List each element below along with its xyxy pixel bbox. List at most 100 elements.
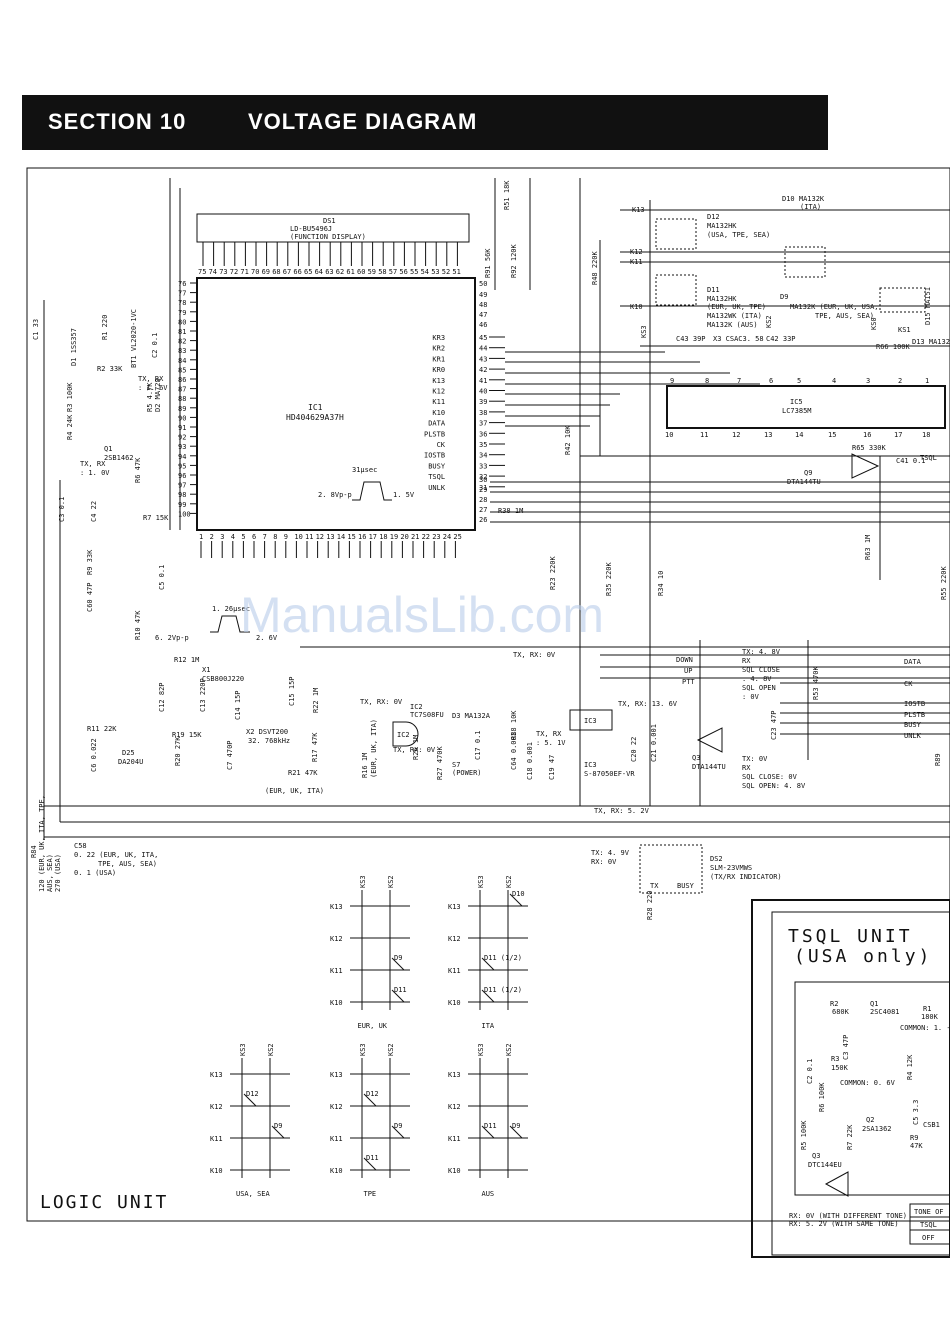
sig-txrx52: TX, RX: 5. 2V [594,807,650,815]
s7-power: (POWER) [452,769,482,777]
ic1-bottom-pin-1: 1 [199,533,203,541]
r84-v2: AUS, SEA) [46,854,54,892]
ic1-left-pin-97: 97 [178,482,186,490]
tsql-rx52: RX: 5. 2V (WITH SAME TONE) [789,1220,899,1228]
r91-label: R91 56K [484,248,492,278]
r5-label: R5 4.7K [146,382,154,412]
sig-q9-2: RX [742,657,751,665]
ic1-left-pin-98: 98 [178,491,186,499]
ic1-left-pin-96: 96 [178,472,186,480]
watermark: ManualsLib.com [240,587,604,643]
ic1-top-pin-75: 75 [198,268,206,276]
r84-v3: 270 (USA) [54,854,62,892]
r35-label: R35 220K [605,561,613,596]
ic1-top-pin-66: 66 [293,268,301,276]
sig-q9-6: : 0V [742,693,760,701]
ic1-left-pin-79: 79 [178,309,186,317]
r6-label: R6 47K [134,457,142,483]
matrix-diode-body [509,893,523,907]
d3-label: D3 MA132A [452,712,491,720]
matrix-col-ks2: KS2 [387,1043,395,1056]
ic1-port-pin-33: 33 [479,462,487,470]
matrix-row-k11: K11 [448,1135,461,1143]
ds1-connection-lines [202,242,458,266]
tsql-r9: R9 [910,1134,918,1142]
d11-sub1: (EUR, UK, TPE) [707,303,766,311]
matrix-title: USA, SEA [236,1190,271,1198]
ic1-port-unlk: UNLK [428,484,446,492]
d11-part3: MA132K (AUS) [707,321,758,329]
ic1-top-pin-72: 72 [230,268,238,276]
ic1-bottom-pin-15: 15 [347,533,355,541]
r12-label: R12 1M [174,656,199,664]
tsql-r3v: 150K [831,1064,849,1072]
c21-label: C21 0.001 [650,724,658,762]
sig-down: DOWN [676,656,693,664]
ic1-port-pin-40: 40 [479,388,487,396]
txrx-2v: : 1. 0V [80,469,110,477]
matrix-diode-d9: D9 [512,1122,520,1130]
matrix-row-k11: K11 [330,967,343,975]
ic1-left-pin-87: 87 [178,386,186,394]
r26-label: R26 1M [412,735,420,760]
ic1-bottom-pin-12: 12 [316,533,324,541]
matrix-col-ks2: KS2 [505,1043,513,1056]
ic1-bottom-pin-22: 22 [422,533,430,541]
ic1-port-pin-44: 44 [479,345,487,353]
sig-ptt: PTT [682,678,695,686]
matrix-diode-d9: D9 [394,1122,402,1130]
matrix-diode-body [509,1125,523,1139]
ic1-left-pin-86: 86 [178,376,186,384]
ks3-label: KS3 [640,325,648,338]
section-title: VOLTAGE DIAGRAM [248,109,478,134]
ic1-top-pin-70: 70 [251,268,259,276]
left-component-labels: C1 33 D1 1SS357 R1 220 BT1 VL2020-1VC C2… [30,309,942,920]
matrix-row-k13: K13 [330,1071,343,1079]
ic2-part: TC7S08FU [410,711,444,719]
ic1-port-pin-43: 43 [479,355,487,363]
ic1-top-pin-54: 54 [421,268,429,276]
q9-buffer [851,453,880,479]
tsql-common1: COMMON: 1. - [900,1024,950,1032]
c12-label: C12 82P [158,682,166,712]
ic5-pin5: 5 [797,377,801,385]
d11-diode-box [655,274,697,306]
d10-label: D10 MA132K [782,195,825,203]
ic5-pin3: 3 [866,377,870,385]
ic1-left-pin-84: 84 [178,357,186,365]
q9-label: Q9 [804,469,812,477]
ic1-right-pin-50: 50 [479,280,487,288]
c58-v3: 0. 1 (USA) [74,869,116,877]
c3-label: C3 0.1 [58,497,66,522]
d15-diode-box [879,287,926,313]
sig-r55: R55 220K [940,565,948,600]
matrix-diode-body [391,989,405,1003]
ic1-top-pin-55: 55 [410,268,418,276]
ic1-port-pin-41: 41 [479,377,487,385]
matrix-row-k13: K13 [330,903,343,911]
ds2-part: SLM-23VMWS [710,864,752,872]
matrix-diode-d11: D11 [484,1122,497,1130]
ic1-bottom-pin-20: 20 [400,533,408,541]
ic1-top-pin-56: 56 [399,268,407,276]
waveform-2 [210,615,250,633]
ds2-sub: (TX/RX INDICATOR) [710,873,782,881]
matrix-diode-body [481,989,495,1003]
display-ds1-box [196,213,470,243]
ic5-pin4: 4 [832,377,836,385]
ic1-bottom-pin-17: 17 [369,533,377,541]
ic5-part: LC7385M [782,407,812,415]
ic1-bottom-pin-18: 18 [379,533,387,541]
ic1-bottom-pin-14: 14 [337,533,345,541]
ic1-port-iostb: IOSTB [424,452,445,460]
d25-label: D25 [122,749,135,757]
ic1-bottom-pin-19: 19 [390,533,398,541]
tsql-inner-box [794,981,950,1196]
tsql-c3: C3 47P [842,1035,850,1060]
txrx-51v: : 5. 1V [536,739,566,747]
tsql-csb: CSB1 [923,1121,940,1129]
ic1-left-pins: 7677787980818283848586878889909192939495… [178,280,197,518]
